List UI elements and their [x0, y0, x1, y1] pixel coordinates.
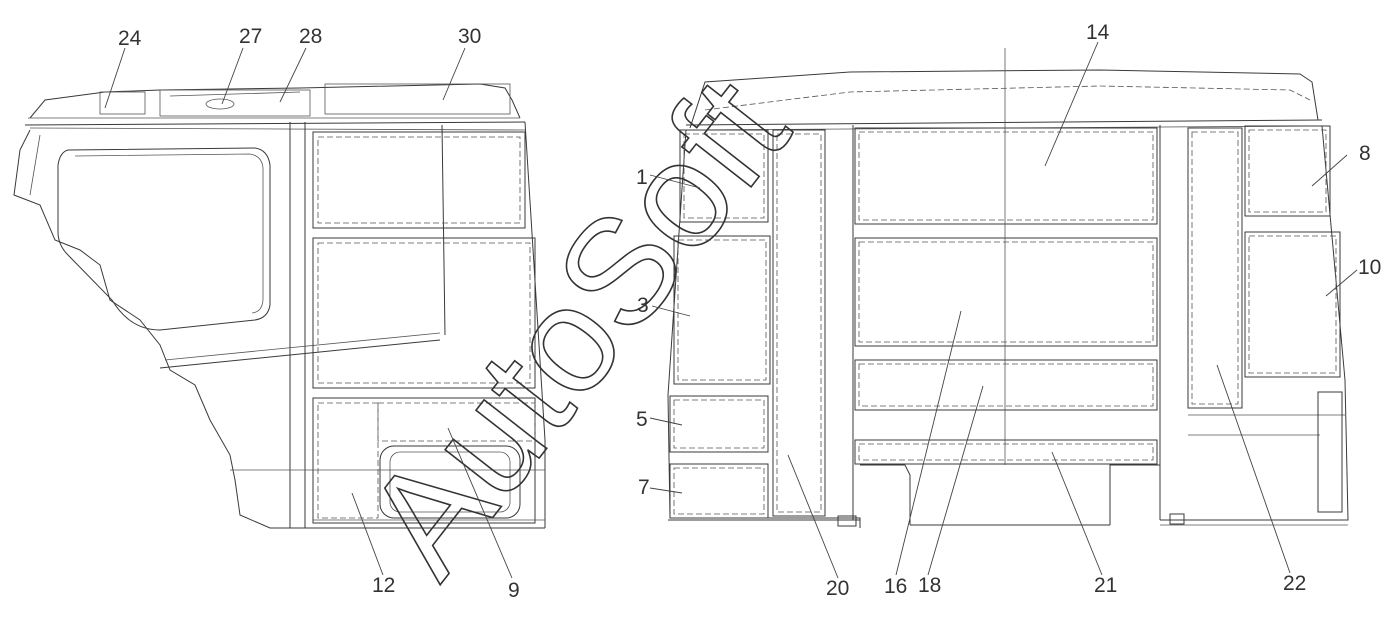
- callout-22: 22: [1283, 572, 1306, 595]
- watermark: AutoSoft: [332, 47, 820, 605]
- callout-12: 12: [372, 574, 395, 597]
- callout-labels: 24 27 28 30 14 1 3 5 7 8 10 12 9 20 16 1…: [118, 21, 1381, 602]
- leader-lines: [104, 41, 1358, 579]
- callout-9: 9: [508, 579, 520, 602]
- callout-21: 21: [1094, 574, 1117, 597]
- callout-18: 18: [918, 574, 941, 597]
- callout-14: 14: [1086, 21, 1110, 44]
- callout-16: 16: [884, 575, 907, 598]
- callout-8: 8: [1359, 142, 1371, 165]
- callout-20: 20: [826, 577, 849, 600]
- callout-5: 5: [636, 408, 648, 431]
- callout-28: 28: [299, 25, 322, 48]
- callout-24: 24: [118, 27, 142, 50]
- callout-10: 10: [1358, 256, 1381, 279]
- callout-7: 7: [638, 476, 650, 499]
- callout-27: 27: [239, 25, 262, 48]
- callout-30: 30: [458, 25, 481, 48]
- callout-1: 1: [636, 166, 648, 189]
- callout-3: 3: [637, 294, 649, 317]
- watermark-text: AutoSoft: [333, 48, 820, 605]
- left-cab-view: [13, 83, 546, 529]
